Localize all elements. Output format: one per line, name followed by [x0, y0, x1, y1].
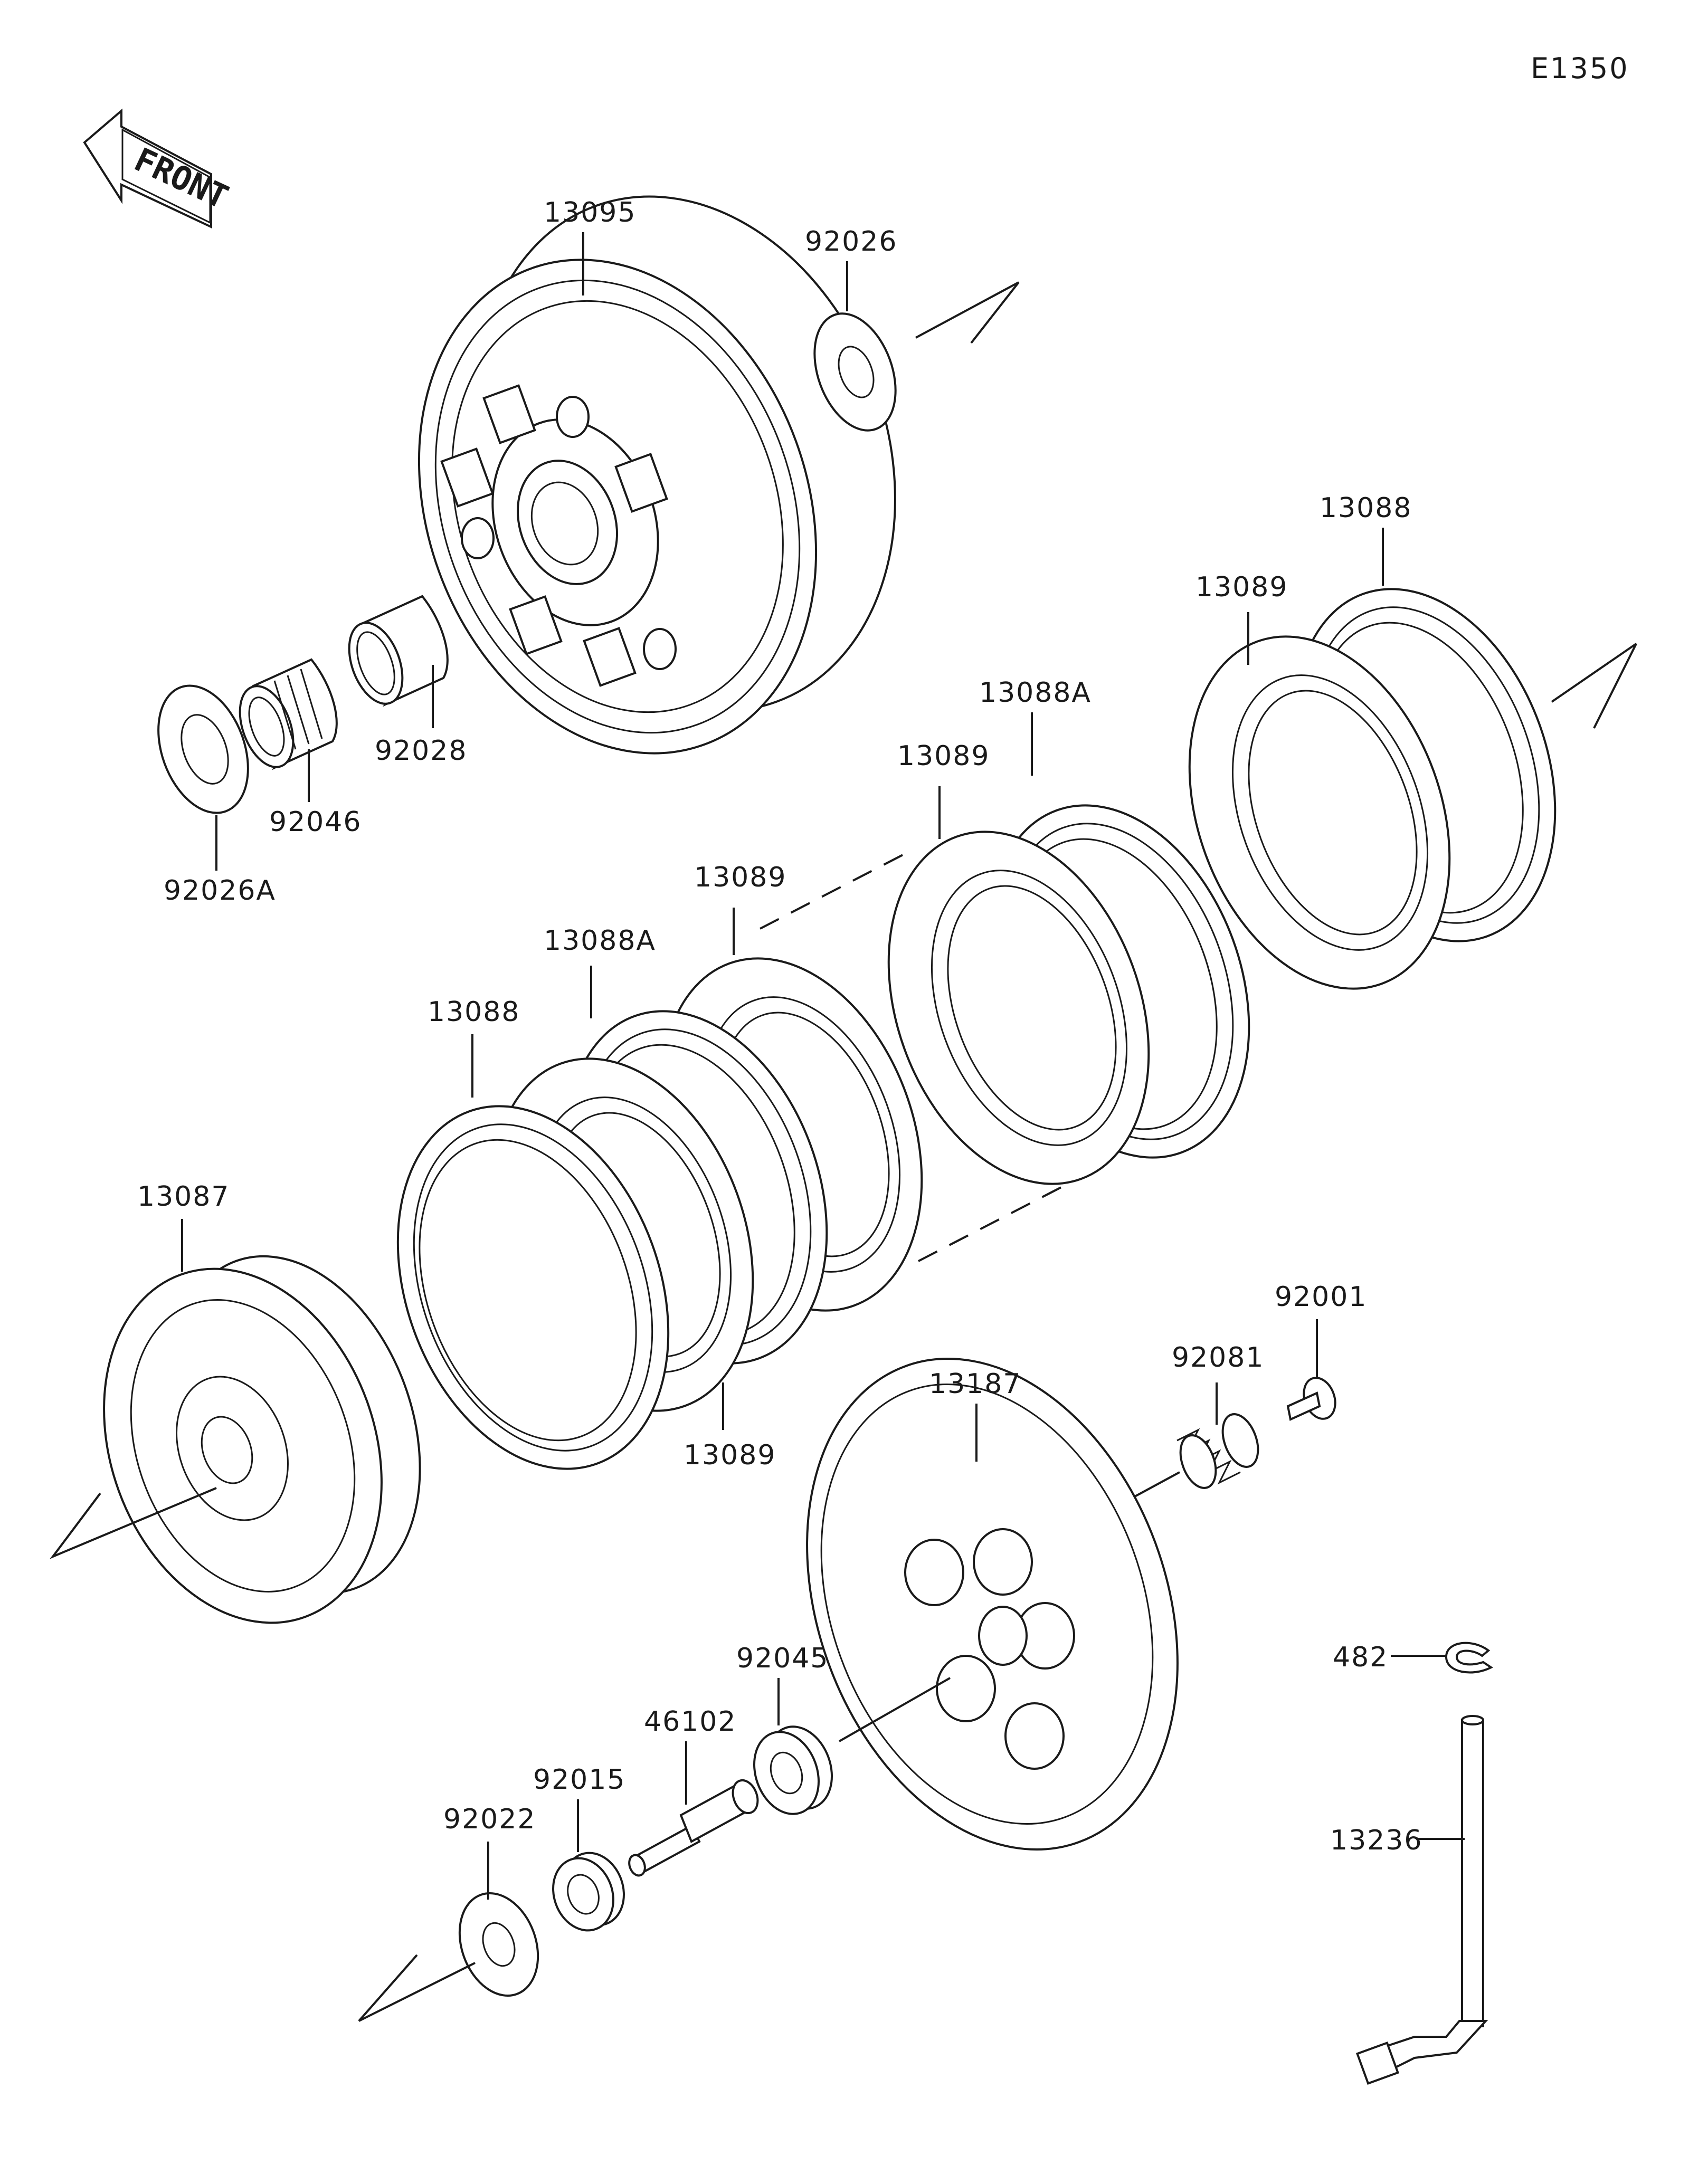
- front-arrow-icon: FRONT: [83, 108, 234, 229]
- label-13088A-left: 13088A: [544, 925, 656, 957]
- clutch-housing-13095: [417, 195, 896, 755]
- release-shaft-13236: [1355, 1715, 1488, 2085]
- pressure-plate-13187: [806, 1358, 1179, 1851]
- label-13088-left: 13088: [428, 996, 520, 1028]
- label-92026A: 92026A: [164, 875, 276, 907]
- diagram-code: E1350: [1531, 52, 1629, 85]
- needle-bearing-92046: [239, 658, 338, 770]
- ball-bearing-92045: [753, 1725, 833, 1815]
- circlip-482: [1445, 1642, 1493, 1674]
- nut-92015: [552, 1852, 625, 1932]
- label-13095: 13095: [544, 197, 636, 228]
- label-46102: 46102: [644, 1706, 736, 1738]
- label-13089-mid: 13089: [897, 740, 990, 772]
- push-rod-46102: [628, 1779, 759, 1877]
- bolt-92001: [1286, 1377, 1336, 1421]
- label-13089-center: 13089: [694, 862, 786, 893]
- steel-plate-13089-mid: [887, 831, 1150, 1185]
- steel-plate-13089-top: [1188, 635, 1451, 990]
- label-92028: 92028: [375, 735, 467, 767]
- label-13088-top: 13088: [1320, 492, 1412, 524]
- label-482: 482: [1333, 1642, 1388, 1673]
- label-13087: 13087: [137, 1181, 230, 1213]
- spring-92081: [1176, 1413, 1259, 1489]
- label-92001: 92001: [1275, 1281, 1367, 1313]
- label-13088A-mid: 13088A: [979, 677, 1092, 709]
- washer-92026A: [157, 684, 249, 814]
- friction-plate-13088-left: [396, 1105, 670, 1470]
- washer-92026: [813, 312, 897, 432]
- washer-92022: [458, 1892, 539, 1997]
- label-92045: 92045: [736, 1643, 829, 1674]
- sleeve-92028: [348, 595, 449, 707]
- label-92026: 92026: [805, 226, 897, 257]
- label-13236: 13236: [1330, 1825, 1422, 1856]
- label-92046: 92046: [269, 806, 362, 838]
- label-92081: 92081: [1172, 1342, 1264, 1374]
- label-92015: 92015: [533, 1764, 625, 1796]
- label-13187: 13187: [929, 1368, 1021, 1400]
- label-13089-bottom: 13089: [684, 1439, 776, 1471]
- clutch-hub-13087: [103, 1255, 421, 1624]
- label-92022: 92022: [443, 1804, 536, 1835]
- label-13089-top: 13089: [1195, 571, 1288, 603]
